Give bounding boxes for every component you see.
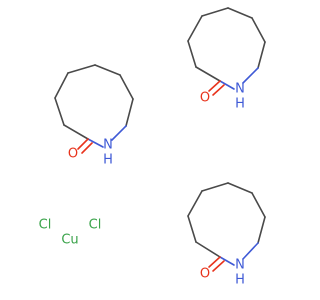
nitrogen-label: N (235, 258, 245, 273)
caprolactam-molecule-bottom-right: O N H (187, 182, 266, 288)
ring-bond (227, 7, 253, 19)
ring-bond (125, 98, 134, 127)
ring-bond (187, 190, 203, 217)
hydrogen-label: H (235, 273, 245, 288)
hydrogen-label: H (235, 97, 245, 112)
ring-bond (54, 72, 69, 99)
ring-bond (54, 97, 65, 126)
n-carbonyl-bond (87, 138, 104, 148)
ring-bond (257, 41, 266, 69)
ring-bond (63, 124, 89, 140)
structure-diagram: O N H O N H (39, 7, 266, 288)
chlorine-right-label: Cl (89, 218, 102, 233)
ring-bond (67, 64, 96, 74)
copper-label: Cu (61, 233, 78, 248)
ring-bond (187, 215, 197, 243)
carbonyl-bond (212, 260, 225, 272)
nitrogen-label: N (103, 138, 113, 153)
n-c-bond (111, 125, 127, 141)
ring-bond (227, 182, 253, 194)
ring-bond (195, 241, 221, 258)
oxygen-label: O (200, 267, 210, 282)
ring-bond (187, 40, 197, 68)
copper-chloride-salt: Cl Cl Cu (39, 218, 102, 248)
carbonyl-bond (81, 142, 93, 154)
carbonyl-bond (208, 256, 221, 268)
oxygen-label: O (68, 147, 78, 162)
n-carbonyl-bond (219, 80, 235, 90)
ring-bond (251, 192, 266, 218)
carbonyl-bond (77, 138, 89, 150)
structure-canvas: O N H O N H (38, 7, 266, 288)
ring-bond (251, 17, 266, 43)
ring-bond (201, 7, 229, 17)
carbonyl-bond (208, 80, 221, 92)
chlorine-left-label: Cl (39, 218, 52, 233)
ring-bond (94, 64, 121, 76)
ring-bond (201, 182, 229, 192)
ring-bond (119, 74, 134, 100)
carbonyl-bond (212, 84, 225, 96)
oxygen-label: O (200, 91, 210, 106)
ring-bond (187, 15, 203, 42)
nitrogen-label: N (235, 82, 245, 97)
n-c-bond (242, 67, 259, 84)
ring-bond (257, 216, 266, 244)
n-carbonyl-bond (219, 256, 235, 266)
caprolactam-molecule-top-right: O N H (187, 7, 266, 112)
caprolactam-molecule-left: O N H (54, 64, 134, 168)
ring-bond (195, 66, 221, 82)
n-c-bond (242, 242, 259, 260)
hydrogen-label: H (103, 153, 113, 168)
